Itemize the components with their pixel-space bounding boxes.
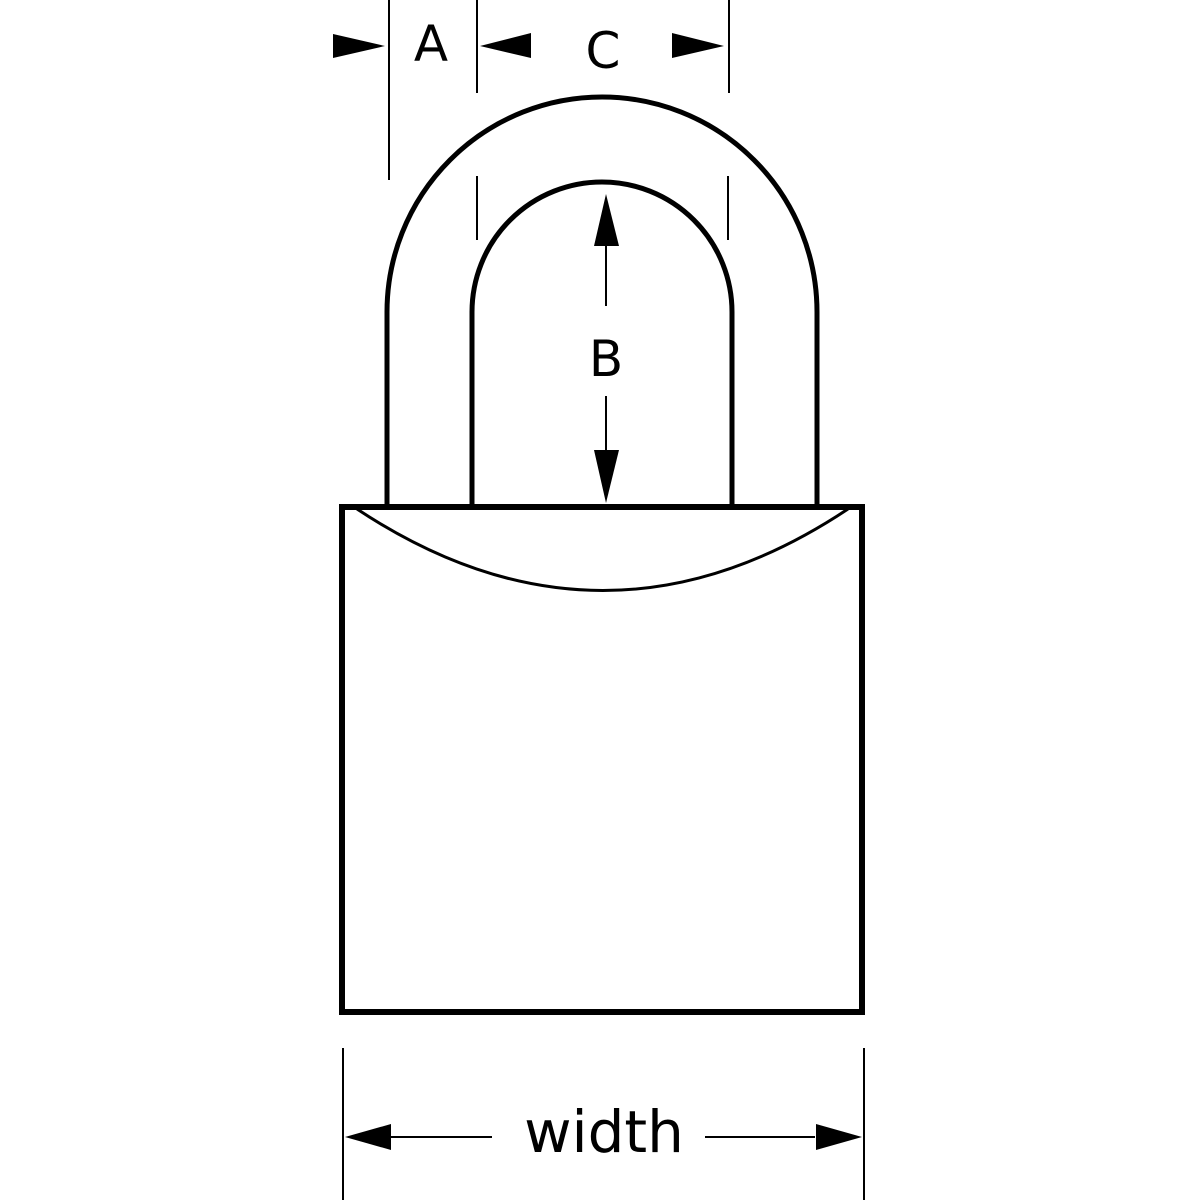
dimension-b-arrow-up-icon: [594, 194, 619, 246]
dimension-b-label: B: [589, 330, 623, 388]
dimension-a-arrow-left-icon: [333, 34, 385, 58]
width-arrow-right-icon: [816, 1124, 862, 1150]
lock-body: [339, 504, 865, 1015]
shackle-inner: [469, 179, 735, 505]
dimension-c-arrow-right-icon: [672, 33, 724, 58]
dimension-c-arrow-left-icon: [480, 33, 531, 58]
dimension-b-arrow-down-icon: [594, 450, 619, 503]
width-arrow-left-icon: [345, 1124, 391, 1150]
width-label: width: [524, 1098, 684, 1166]
lock-body-bevel-curve: [356, 507, 849, 592]
dimension-c-label: C: [586, 22, 621, 80]
dimension-a-label: A: [414, 15, 448, 73]
shackle-outer: [384, 94, 820, 505]
